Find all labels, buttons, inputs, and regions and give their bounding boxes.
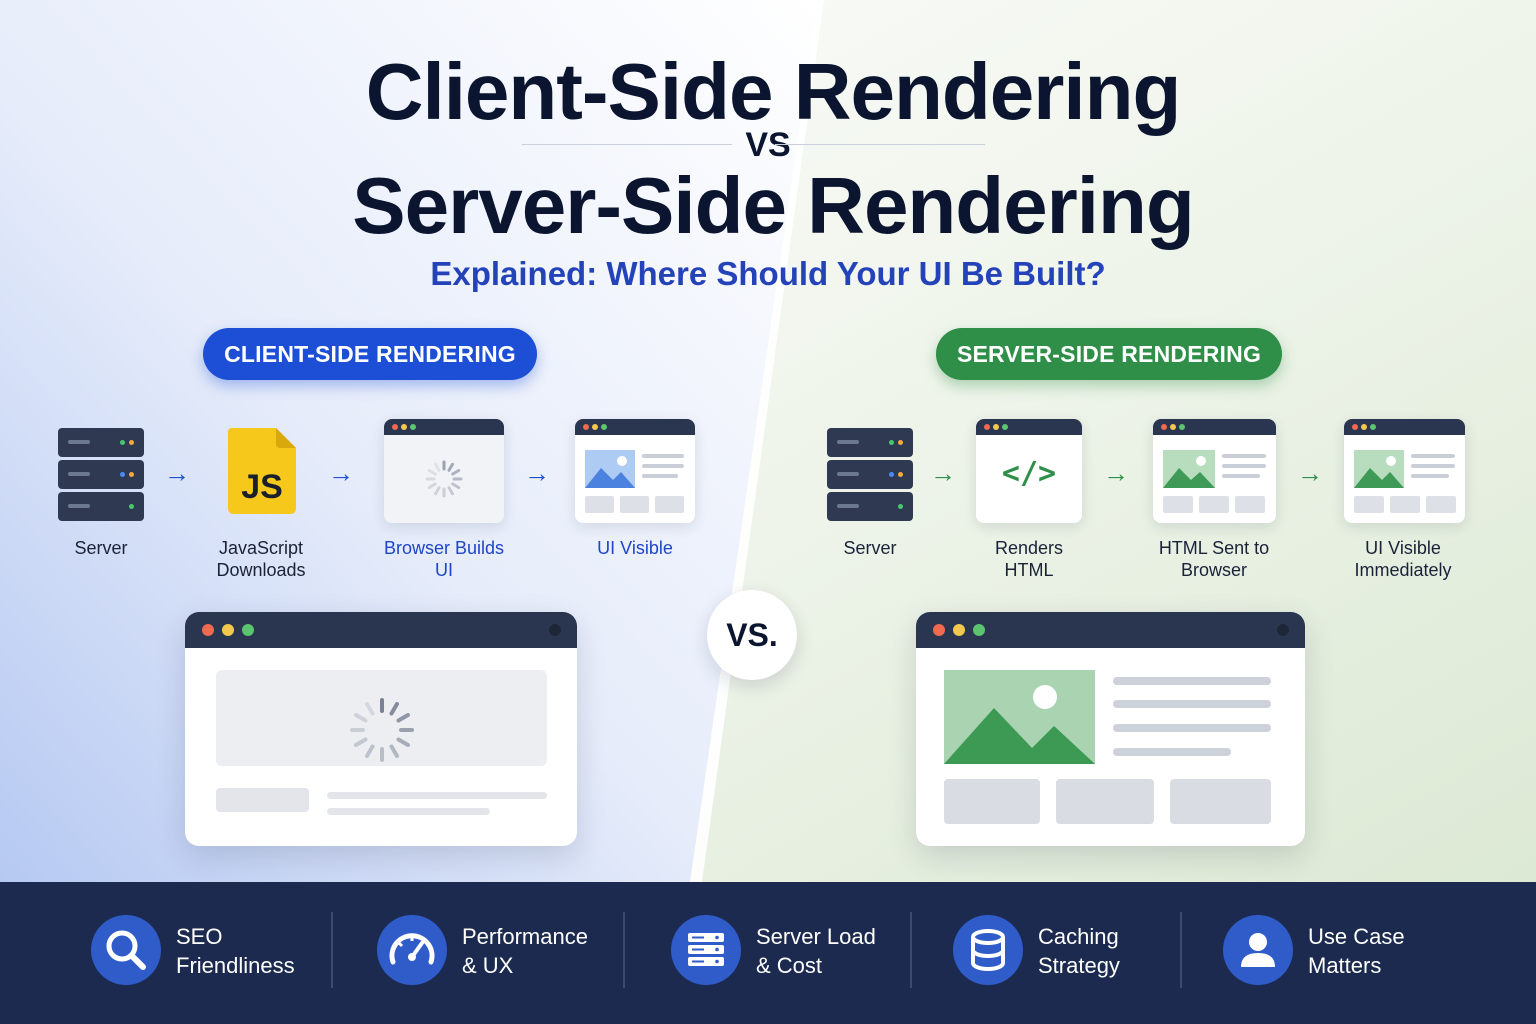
ssr-pill: SERVER-SIDE RENDERING — [936, 328, 1282, 380]
javascript-file-icon: JS — [228, 428, 296, 514]
server-icon — [58, 428, 144, 522]
footer-divider — [910, 912, 912, 988]
footer-label-caching: Caching Strategy — [1038, 924, 1120, 978]
footer-label-use-case: Use Case Matters — [1308, 924, 1405, 978]
server-icon — [827, 428, 913, 522]
image-icon — [944, 670, 1095, 764]
user-icon — [1223, 915, 1293, 985]
ssr-step-label-ui: UI Visible Immediately — [1354, 538, 1452, 580]
divider-right — [775, 144, 985, 145]
code-badge: </> — [1001, 456, 1057, 491]
subtitle: Explained: Where Should Your UI Be Built… — [430, 255, 1106, 292]
speedometer-icon — [377, 915, 447, 985]
footer-divider — [1180, 912, 1182, 988]
ssr-step-label-server: Server — [843, 538, 897, 558]
csr-step-label-js: JavaScript Downloads — [216, 538, 306, 580]
footer-label-seo: SEO Friendliness — [176, 924, 295, 978]
spinner-icon — [350, 698, 414, 762]
csr-loading-window — [185, 612, 577, 846]
search-icon — [91, 915, 161, 985]
js-badge: JS — [241, 468, 283, 506]
image-icon — [1163, 450, 1215, 488]
title-line-2: Server-Side Rendering — [352, 161, 1195, 250]
html-page-icon — [1153, 419, 1276, 523]
arrow-right-icon: → — [524, 458, 550, 488]
footer-label-server-load: Server Load & Cost — [756, 924, 876, 978]
rendered-page-icon — [575, 419, 695, 523]
csr-step-label-ui: UI Visible — [597, 538, 673, 558]
database-icon — [953, 915, 1023, 985]
footer-label-performance: Performance & UX — [462, 924, 588, 978]
footer-divider — [623, 912, 625, 988]
ssr-step-label-sent: HTML Sent to Browser — [1158, 538, 1270, 580]
server-stack-icon — [671, 915, 741, 985]
rendered-page-icon — [1344, 419, 1465, 523]
csr-step-label-server: Server — [74, 538, 128, 558]
title-vs-row: VS — [0, 126, 1536, 164]
ssr-step-label-render: Renders HTML — [994, 538, 1064, 580]
ssr-rendered-window — [916, 612, 1305, 846]
arrow-right-icon: → — [164, 458, 190, 488]
arrow-right-icon: → — [930, 458, 956, 488]
arrow-right-icon: → — [1103, 458, 1129, 488]
csr-pill: CLIENT-SIDE RENDERING — [203, 328, 537, 380]
title-vs: VS — [745, 126, 791, 164]
loading-browser-icon — [384, 419, 504, 523]
divider-left — [522, 144, 732, 145]
footer-divider — [331, 912, 333, 988]
image-icon — [585, 450, 635, 488]
arrow-right-icon: → — [328, 458, 354, 488]
spinner-icon — [425, 460, 463, 498]
image-icon — [1354, 450, 1404, 488]
arrow-right-icon: → — [1297, 458, 1323, 488]
csr-step-label-browser: Browser Builds UI — [383, 538, 505, 580]
code-window-icon: </> — [976, 419, 1082, 523]
vs-badge: VS. — [707, 590, 797, 680]
title-line-1: Client-Side Rendering — [365, 47, 1182, 136]
